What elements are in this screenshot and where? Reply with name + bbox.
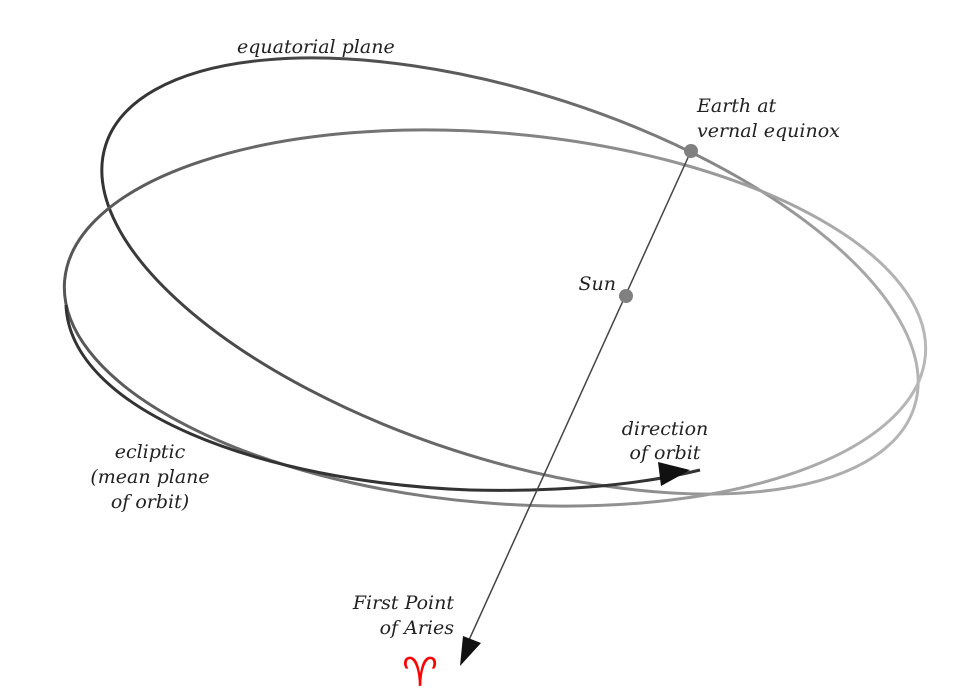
ecliptic-label-line3: of orbit)	[111, 491, 189, 513]
equatorial-plane-ellipse	[100, 56, 920, 496]
orbit-direction-arrowhead	[658, 462, 690, 486]
sun-label: Sun	[579, 273, 617, 295]
ecliptic-ellipse	[62, 128, 928, 508]
direction-label-line1: direction	[622, 418, 709, 440]
sun-dot	[619, 289, 633, 303]
aries-label-line1: First Point	[352, 592, 455, 614]
aries-arrowhead	[460, 636, 481, 666]
ecliptic-near-segment	[64, 304, 701, 492]
ecliptic-label-line2: (mean plane	[90, 466, 209, 488]
earth-sun-aries-line	[468, 150, 692, 641]
ecliptic-label-line1: ecliptic	[115, 441, 186, 463]
equatorial-plane-label: equatorial plane	[237, 36, 395, 58]
earth-label-line2: vernal equinox	[697, 120, 840, 142]
aries-label-line2: of Aries	[380, 617, 455, 639]
earth-dot	[684, 144, 698, 158]
direction-label-line2: of orbit	[630, 442, 701, 464]
aries-symbol-icon: ♈	[402, 650, 438, 694]
earth-label-line1: Earth at	[696, 95, 777, 117]
